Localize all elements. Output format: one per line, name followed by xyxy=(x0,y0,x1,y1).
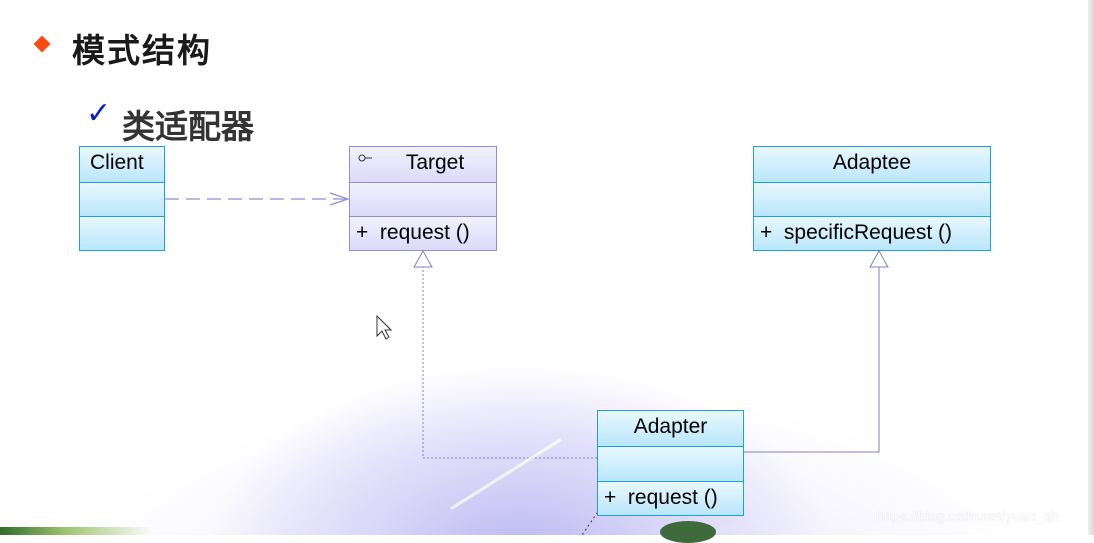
class-adapter: Adapter + request () xyxy=(597,410,744,516)
class-adapter-name: Adapter xyxy=(598,411,743,447)
class-target-header: Target xyxy=(350,147,496,183)
realization-line xyxy=(422,266,597,459)
class-target-operation: + request () xyxy=(350,217,496,250)
checkmark-icon: ✓ xyxy=(86,96,112,131)
class-client-attributes xyxy=(80,183,164,217)
tree-decoration xyxy=(660,521,716,543)
class-client: Client xyxy=(79,146,165,251)
watermark: https://blog.csdn.net/yuan_qh xyxy=(876,508,1059,524)
slide-heading: 模式结构 xyxy=(72,31,212,70)
class-client-name: Client xyxy=(80,147,164,183)
class-target-name: Target xyxy=(405,151,465,174)
slide-subheading: 类适配器 xyxy=(122,107,254,146)
class-target: Target + request () xyxy=(349,146,497,251)
realization-arrowhead xyxy=(413,249,433,268)
slide-edge xyxy=(1088,0,1094,535)
generalization-line xyxy=(744,266,880,453)
class-adaptee-name: Adaptee xyxy=(754,147,990,183)
class-adaptee: Adaptee + specificRequest () xyxy=(753,146,991,251)
class-adaptee-operation: + specificRequest () xyxy=(754,217,990,250)
class-target-attributes xyxy=(350,183,496,217)
mouse-cursor-icon xyxy=(376,314,393,340)
class-client-operations xyxy=(80,217,164,250)
class-adaptee-attributes xyxy=(754,183,990,217)
class-adapter-attributes xyxy=(598,447,743,482)
interface-icon xyxy=(358,154,372,162)
dependency-arrowhead xyxy=(329,192,350,206)
generalization-arrowhead xyxy=(869,249,889,268)
landscape-strip xyxy=(0,527,1094,535)
meteor-streak xyxy=(450,438,562,510)
class-adapter-operation: + request () xyxy=(598,482,743,515)
